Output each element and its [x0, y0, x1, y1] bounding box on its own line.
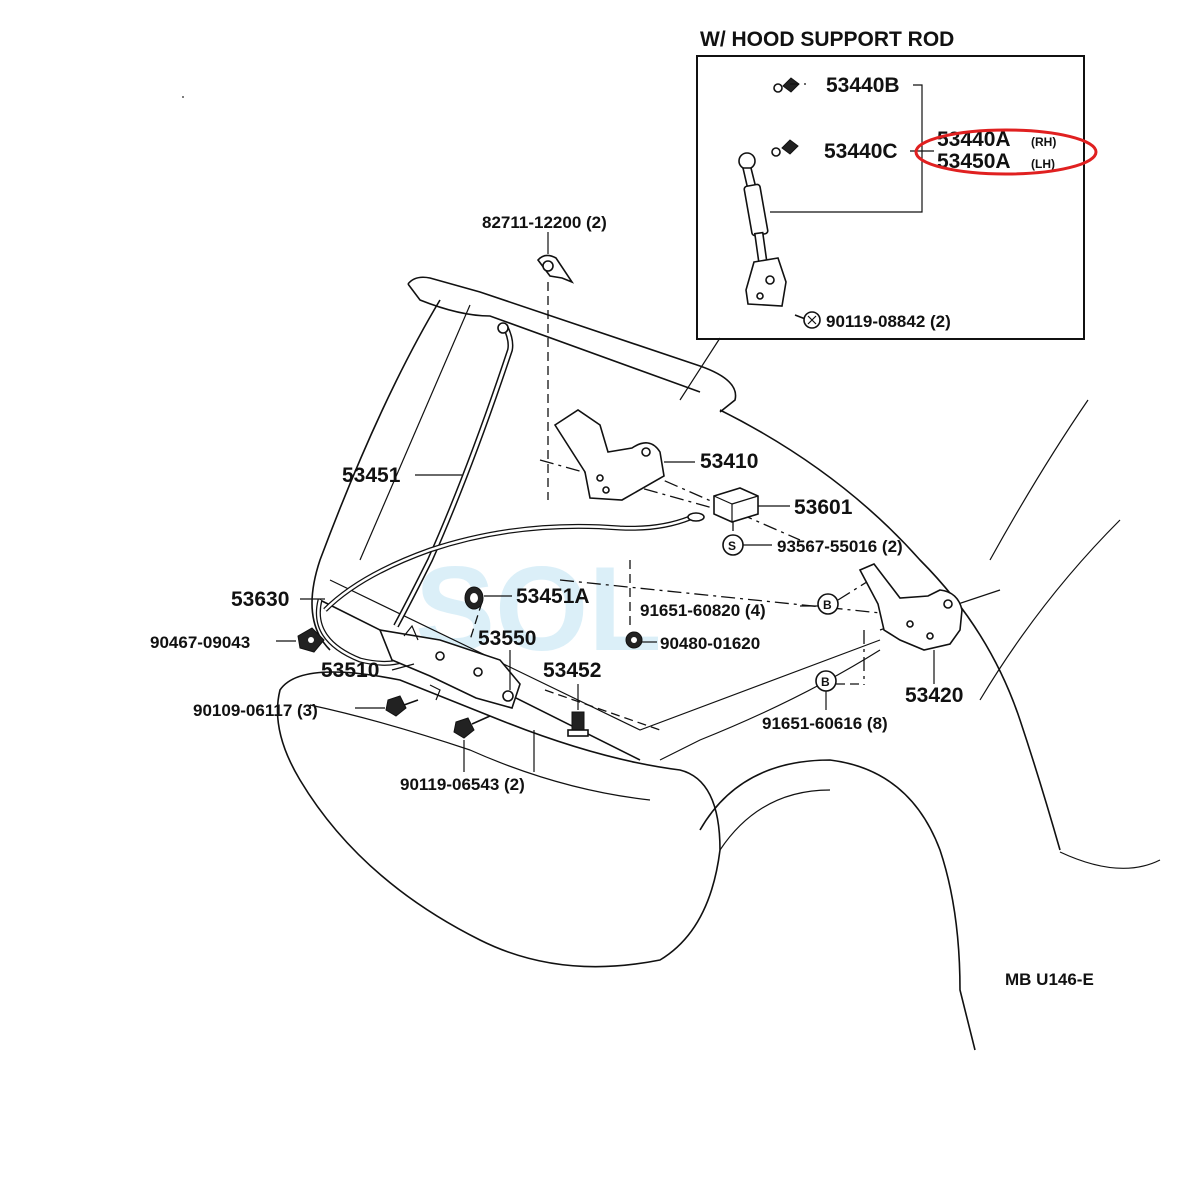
- svg-text:B: B: [821, 675, 830, 689]
- release-handle-53601-icon: [713, 487, 759, 523]
- part-label-53452: 53452: [543, 659, 601, 682]
- hood-support-rod-icon: [393, 322, 514, 628]
- part-label-91651-60820: 91651-60820 (4): [640, 601, 766, 620]
- part-label-82711: 82711-12200 (2): [482, 213, 607, 232]
- part-label-53451: 53451: [342, 464, 401, 487]
- highlight-ring: [914, 128, 1098, 176]
- bolt-90109-icon: [385, 695, 419, 717]
- screw-marker-s: S: [722, 534, 744, 556]
- part-label-90480: 90480-01620: [660, 634, 760, 653]
- part-label-53420: 53420: [905, 684, 963, 707]
- part-label-53550: 53550: [478, 627, 536, 650]
- part-label-53601: 53601: [794, 496, 853, 519]
- inset-title: W/ HOOD SUPPORT ROD: [700, 28, 954, 51]
- svg-text:B: B: [823, 598, 832, 612]
- bolt-90119-06543-icon: [453, 715, 491, 739]
- part-label-53440c: 53440C: [824, 140, 898, 163]
- inset-hood-support-rod: W/ HOOD SUPPORT ROD 53440B 53440C 53440A…: [679, 28, 1098, 401]
- bumper-53452-icon: [567, 711, 589, 737]
- svg-text:S: S: [728, 539, 736, 553]
- part-label-53451a: 53451A: [516, 585, 590, 608]
- part-label-93567: 93567-55016 (2): [777, 537, 903, 556]
- hood-hinge-53410-icon: [553, 409, 665, 501]
- bolt-marker-b-upper: B: [817, 593, 839, 615]
- clip-90467-icon: [297, 627, 325, 653]
- car-body-outline: [276, 276, 1161, 1051]
- part-label-53410: 53410: [700, 450, 758, 473]
- figure-code: MB U146-E: [1005, 970, 1094, 989]
- grommet-90480-icon: [625, 631, 643, 649]
- part-label-lh: (LH): [1031, 157, 1055, 171]
- part-label-53510: 53510: [321, 659, 379, 682]
- inset-frame: [696, 55, 1085, 340]
- bolt-53440b-icon: [773, 77, 806, 93]
- part-label-53630: 53630: [231, 588, 289, 611]
- hood-release-cable-icon: [315, 512, 705, 666]
- hood-lock-53550-icon: [378, 624, 521, 709]
- gas-strut-icon: [738, 152, 787, 307]
- part-label-rh: (RH): [1031, 135, 1056, 149]
- part-label-90119-08842: 90119-08842 (2): [826, 312, 951, 331]
- part-label-91651-60616: 91651-60616 (8): [762, 714, 888, 733]
- bolt-53440c-icon: [771, 139, 799, 157]
- part-label-53440b: 53440B: [826, 74, 900, 97]
- bolt-marker-b-lower: B: [815, 670, 837, 692]
- part-label-90119-06543: 90119-06543 (2): [400, 775, 525, 794]
- hood-hinge-53420-icon: [858, 563, 963, 651]
- bolt-90119-08842-icon: [794, 311, 821, 329]
- part-label-90467: 90467-09043: [150, 633, 250, 652]
- clip-82711-icon: [536, 254, 575, 284]
- part-label-90109: 90109-06117 (3): [193, 701, 318, 720]
- cushion-53451a-icon: [464, 586, 484, 610]
- part-label-53450a: 53450A: [937, 150, 1011, 173]
